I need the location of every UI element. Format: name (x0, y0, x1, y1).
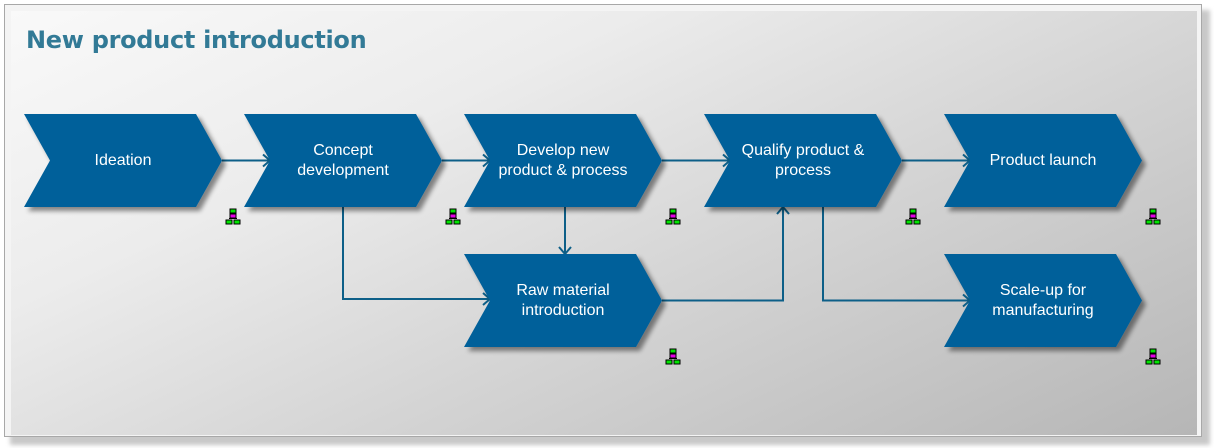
connector-raw-qualify (662, 207, 784, 302)
step-label-concept[interactable]: Concept development (270, 114, 416, 207)
diagram-canvas (11, 11, 1197, 435)
hierarchy-icon[interactable] (445, 208, 461, 225)
hierarchy-icon[interactable] (225, 208, 241, 225)
step-label-qualify[interactable]: Qualify product & process (730, 114, 876, 207)
step-label-launch[interactable]: Product launch (970, 114, 1116, 207)
step-label-text: Concept development (297, 141, 389, 179)
hierarchy-icon[interactable] (905, 208, 921, 225)
step-label-develop[interactable]: Develop new product & process (490, 114, 636, 207)
step-ideation[interactable] (24, 114, 222, 207)
hierarchy-icon[interactable] (1145, 208, 1161, 225)
step-scaleup[interactable] (944, 254, 1142, 347)
step-label-text: Product launch (989, 151, 1097, 169)
step-label-text: Ideation (94, 151, 152, 169)
step-label-raw[interactable]: Raw material introduction (490, 254, 636, 347)
step-icons (225, 208, 1161, 365)
step-launch[interactable] (944, 114, 1142, 207)
step-label-ideation[interactable]: Ideation (50, 114, 196, 207)
step-label-text: Scale-up for manufacturing (992, 281, 1094, 319)
diagram-title: New product introduction (26, 26, 367, 54)
step-label-text: Develop new product & process (498, 141, 628, 179)
connector-concept-raw (342, 207, 490, 300)
process-steps (24, 114, 1142, 347)
step-qualify[interactable] (704, 114, 902, 207)
connector-qualify-scaleup (822, 207, 970, 302)
hierarchy-icon[interactable] (665, 208, 681, 225)
hierarchy-icon[interactable] (1145, 348, 1161, 365)
step-raw[interactable] (464, 254, 662, 347)
step-concept[interactable] (244, 114, 442, 207)
step-label-text: Qualify product & process (741, 141, 865, 179)
hierarchy-icon[interactable] (665, 348, 681, 365)
step-label-text: Raw material introduction (516, 281, 610, 319)
step-develop[interactable] (464, 114, 662, 207)
step-label-scaleup[interactable]: Scale-up for manufacturing (970, 254, 1116, 347)
